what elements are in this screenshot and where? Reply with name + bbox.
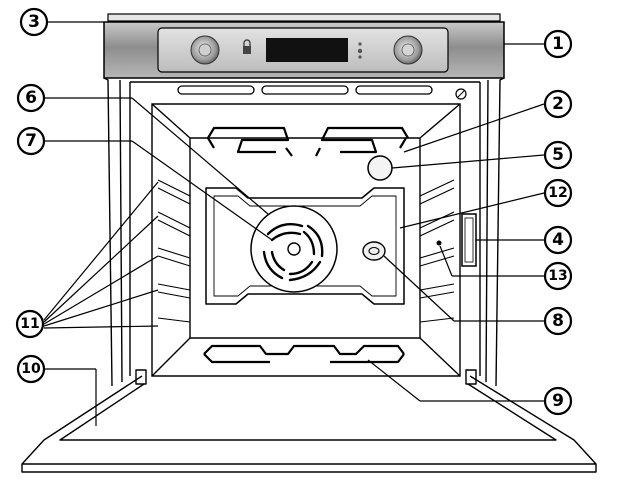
callout-8: 8	[543, 306, 573, 336]
leader-lines	[43, 21, 545, 426]
callout-number: 3	[28, 12, 40, 32]
callout-10: 10	[16, 354, 46, 384]
callout-7: 7	[16, 126, 46, 156]
callout-11: 11	[15, 309, 45, 339]
bottom-heating-element	[203, 344, 405, 364]
right-selector-knob	[393, 35, 423, 65]
rating-plate	[461, 213, 477, 267]
fan-cover-plate	[205, 187, 405, 305]
callout-1: 1	[543, 29, 573, 59]
oven-door	[21, 369, 597, 473]
control-panel	[103, 21, 505, 79]
callout-number: 7	[25, 131, 37, 151]
callout-3: 3	[19, 7, 49, 37]
callout-4: 4	[543, 225, 573, 255]
top-trim-strip	[107, 13, 501, 22]
callout-number: 9	[552, 391, 564, 411]
convection-fan	[250, 205, 338, 293]
callout-number: 4	[552, 230, 564, 250]
callout-12: 12	[543, 178, 573, 208]
callout-6: 6	[16, 83, 46, 113]
oven-cavity	[151, 103, 461, 377]
lock-indicator-icon	[243, 39, 251, 54]
left-selector-knob	[190, 35, 220, 65]
callout-number: 1	[552, 34, 564, 54]
callout-2: 2	[543, 89, 573, 119]
ventilation-slots	[177, 85, 433, 95]
callout-number: 10	[21, 361, 41, 377]
callout-number: 8	[552, 311, 564, 331]
callout-number: 11	[20, 316, 39, 332]
callout-number: 5	[552, 145, 564, 165]
callout-number: 6	[25, 88, 37, 108]
display-screen	[266, 38, 348, 62]
callout-5: 5	[543, 140, 573, 170]
callout-number: 13	[548, 268, 567, 284]
side-sensor-hole	[436, 240, 442, 246]
probe-socket	[362, 241, 386, 261]
left-shelf-runners	[157, 179, 191, 323]
callout-13: 13	[543, 261, 573, 291]
callout-9: 9	[543, 386, 573, 416]
right-shelf-runners	[419, 179, 455, 323]
oven-light-bulb	[367, 155, 393, 181]
display-buttons	[357, 42, 363, 59]
top-heating-element	[207, 126, 409, 157]
door-latch-icon	[455, 88, 467, 100]
callout-number: 2	[552, 94, 564, 114]
callout-number: 12	[548, 185, 567, 201]
